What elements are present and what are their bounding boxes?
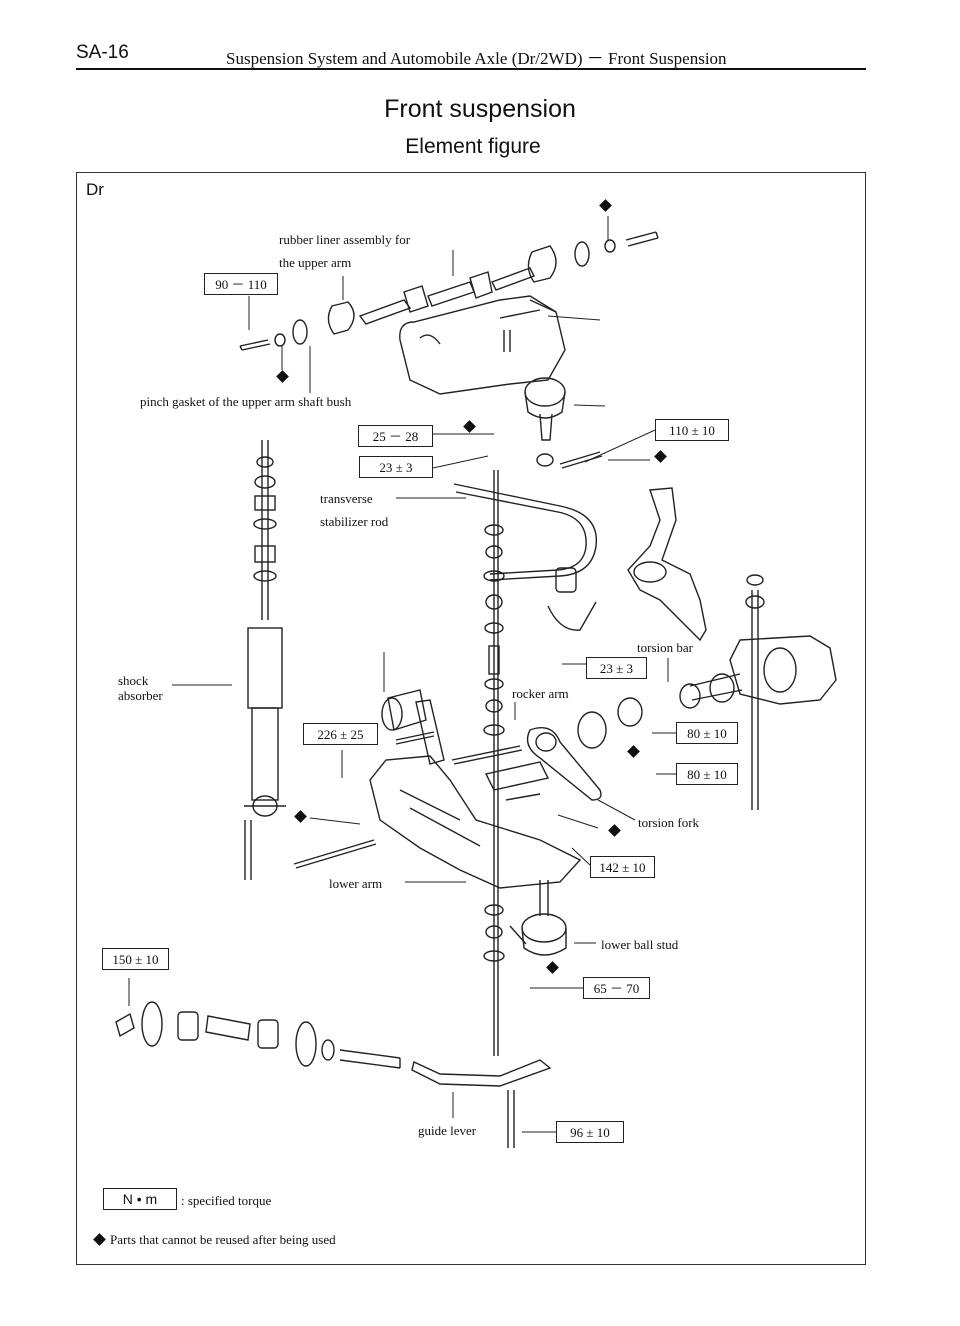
upper-arm-shaft-assembly <box>239 231 659 351</box>
page-title: Front suspension <box>384 95 576 123</box>
torque-box-25-28: 25 － 28 <box>358 425 433 447</box>
label-torsion-bar: torsion bar <box>637 640 693 655</box>
label-shock: shock <box>118 673 149 688</box>
torsion-bar-assembly <box>577 574 837 810</box>
legend-non-reusable: Parts that cannot be reused after being … <box>93 1232 336 1248</box>
torque-box-65-70: 65 － 70 <box>583 977 650 999</box>
diamond-icon <box>93 1233 106 1246</box>
legend-non-reusable-text: Parts that cannot be reused after being … <box>110 1232 336 1247</box>
page-subtitle: Element figure <box>405 135 541 158</box>
label-lower-arm: lower arm <box>329 876 383 891</box>
header-title: Suspension System and Automobile Axle (D… <box>226 49 727 68</box>
upper-arm <box>399 295 566 467</box>
torque-box-226: 226 ± 25 <box>303 723 378 745</box>
lower-arm-bolt <box>395 731 435 745</box>
legend-specified-torque: : specified torque <box>181 1193 272 1208</box>
torque-box-142: 142 ± 10 <box>590 856 655 878</box>
label-pinch-gasket: pinch gasket of the upper arm shaft bush <box>140 394 352 409</box>
label-rubber-liner-2: the upper arm <box>279 255 352 270</box>
cotter-pin-upper <box>559 451 603 469</box>
variant-label: Dr <box>86 180 104 199</box>
label-lower-ball-stud: lower ball stud <box>601 937 679 952</box>
steering-knuckle <box>627 487 707 642</box>
label-stabilizer-rod: stabilizer rod <box>320 514 389 529</box>
lower-ball-stud-drawing <box>509 880 567 956</box>
rocker-arm <box>526 727 602 801</box>
page-header: SA-16 Suspension System and Automobile A… <box>76 42 866 70</box>
lower-arm-long-bolt <box>293 839 377 869</box>
leader-lines <box>128 216 676 1133</box>
torque-box-90-110: 90 － 110 <box>204 273 278 295</box>
link-bolt-stack <box>483 470 505 1056</box>
stabilizer-bush <box>555 567 577 593</box>
torque-unit-box: N • m <box>103 1188 177 1210</box>
torque-box-110: 110 ± 10 <box>655 419 729 441</box>
label-transverse: transverse <box>320 491 373 506</box>
torque-box-96: 96 ± 10 <box>556 1121 624 1143</box>
label-absorber: absorber <box>118 688 163 703</box>
label-torsion-fork: torsion fork <box>638 815 700 830</box>
page-code: SA-16 <box>76 42 129 63</box>
torque-box-80-b: 80 ± 10 <box>676 763 738 785</box>
torque-box-23-lower: 23 ± 3 <box>586 657 647 679</box>
torque-box-150: 150 ± 10 <box>102 948 169 970</box>
shock-absorber <box>244 440 286 880</box>
guide-lever-bushing-chain <box>115 1001 401 1069</box>
label-rubber-liner: rubber liner assembly for <box>279 232 411 247</box>
stabilizer-bracket <box>547 601 597 631</box>
label-rocker-arm: rocker arm <box>512 686 569 701</box>
figure-frame <box>76 172 866 1265</box>
guide-lever-drawing <box>411 1059 552 1148</box>
stabilizer-rod <box>453 483 598 581</box>
torque-box-80-a: 80 ± 10 <box>676 722 738 744</box>
lower-arm-bush <box>387 689 427 731</box>
lower-arm <box>369 699 582 889</box>
torque-box-23-upper: 23 ± 3 <box>359 456 433 478</box>
label-guide-lever: guide lever <box>418 1123 477 1138</box>
